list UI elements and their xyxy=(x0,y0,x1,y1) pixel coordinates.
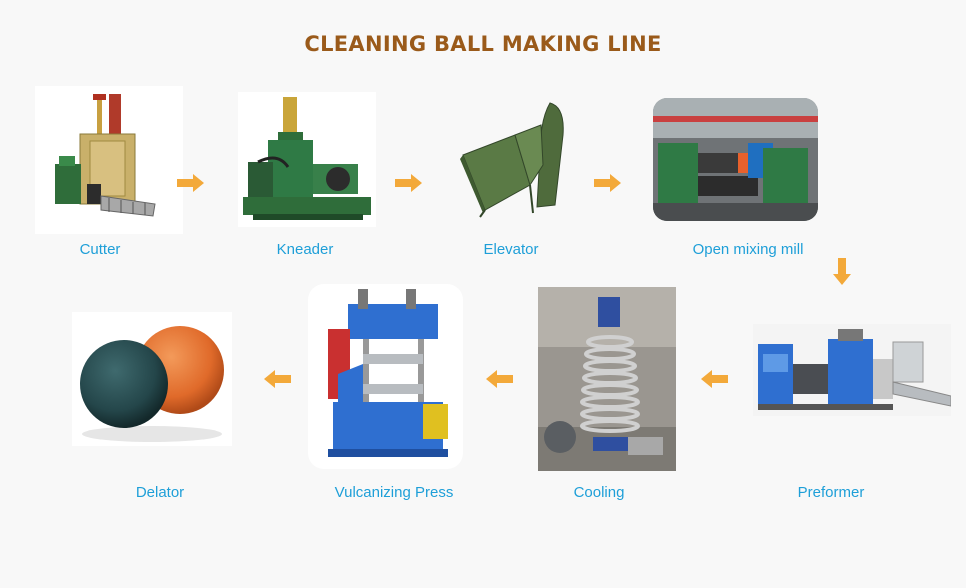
preformer-machine-icon xyxy=(753,324,951,416)
cooling-tower-icon xyxy=(538,287,676,471)
page-title: CLEANING BALL MAKING LINE xyxy=(304,32,662,56)
sponge-balls-icon xyxy=(72,312,232,446)
step-label-delator: Delator xyxy=(135,484,185,501)
arrow-left-icon xyxy=(264,370,292,388)
arrow-right-icon xyxy=(395,174,423,192)
step-label-vulcanizing-press: Vulcanizing Press xyxy=(334,484,454,501)
step-label-elevator: Elevator xyxy=(483,241,539,258)
arrow-right-icon xyxy=(594,174,622,192)
step-label-open-mixing-mill: Open mixing mill xyxy=(692,241,804,258)
cutter-machine-icon xyxy=(35,86,183,234)
arrow-right-icon xyxy=(177,174,205,192)
elevator-machine-icon xyxy=(455,95,575,220)
kneader-machine-icon xyxy=(238,92,376,227)
step-label-kneader: Kneader xyxy=(276,241,334,258)
arrow-down-icon xyxy=(833,258,851,286)
step-label-cooling: Cooling xyxy=(573,484,625,501)
arrow-left-icon xyxy=(486,370,514,388)
step-label-preformer: Preformer xyxy=(797,484,865,501)
open-mixing-mill-icon xyxy=(653,98,818,221)
step-label-cutter: Cutter xyxy=(79,241,121,258)
arrow-left-icon xyxy=(701,370,729,388)
vulcanizing-press-icon xyxy=(308,284,463,469)
